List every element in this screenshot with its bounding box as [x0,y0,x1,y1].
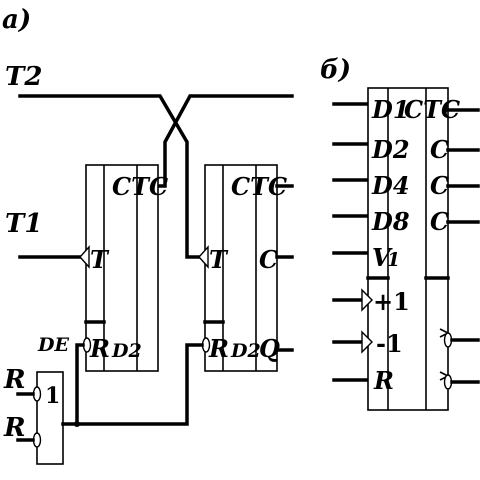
wire-t2 [18,94,202,259]
chip-input-d1: D1 [371,95,410,124]
counter-2-q-mid: C [259,245,278,274]
counter-1-clk-label: T [90,245,110,274]
counter-2-reset-label: R [208,334,229,363]
counter-1-reset-label: R [89,334,110,363]
or-gate-body [36,371,64,465]
left-circuit: T2 T1 CTC T R D2 CTC T C [3,62,294,465]
right-counter-chip: CTC D1 D2 D4 D8 V 1 +1 -1 R C C C [332,87,480,411]
counter-1-reset-sub: D2 [111,340,142,362]
counter-2-q-bottom: Q [259,334,280,363]
chip-reset-label: R [373,366,394,395]
chip-clock-up-triangle [361,288,373,312]
chip-inputs: D1 D2 D4 D8 V 1 [332,95,410,272]
input-label-r2: R [3,413,26,443]
counter-2-body [204,164,278,372]
chip-output-c3: C [430,207,449,236]
panel-label-b: б) [320,55,351,85]
counter-1-title: CTC [112,172,168,201]
chip-input-v-sub: 1 [387,249,400,271]
counter-2-reset-sub: D2 [230,340,261,362]
chip-clock-down-triangle [361,330,373,354]
chip-clock-up-label: +1 [373,287,410,316]
chip-body [367,87,449,411]
or-gate: 1 R R [3,365,64,465]
logic-label-de: DE [37,334,69,356]
chip-input-d4: D4 [371,171,410,200]
chip-outputs: C C C [430,108,480,390]
chip-input-d8: D8 [371,207,410,236]
wire-reset-1 [75,343,85,426]
wire-reset-bus [61,343,204,426]
chip-output-c1: C [430,135,449,164]
or-gate-label: 1 [45,383,60,409]
counter-1: CTC T R D2 [79,164,168,372]
input-label-t2: T2 [5,62,42,92]
counter-1-body [85,164,159,372]
counter-2: CTC T C R D2 Q [198,164,294,372]
input-label-t1: T1 [5,209,42,239]
chip-input-d2: D2 [371,135,410,164]
junction-dot [74,421,80,427]
counter-1-clock-triangle [79,245,90,269]
wire-cross [158,94,294,188]
input-label-r1: R [3,365,26,395]
chip-input-v: V [372,243,393,272]
panel-label-a: a) [2,5,31,35]
counter-2-clock-triangle [198,245,209,269]
chip-clock-down-label: -1 [376,329,403,358]
chip-output-c2: C [430,171,449,200]
counter-2-clk-label: T [209,245,229,274]
